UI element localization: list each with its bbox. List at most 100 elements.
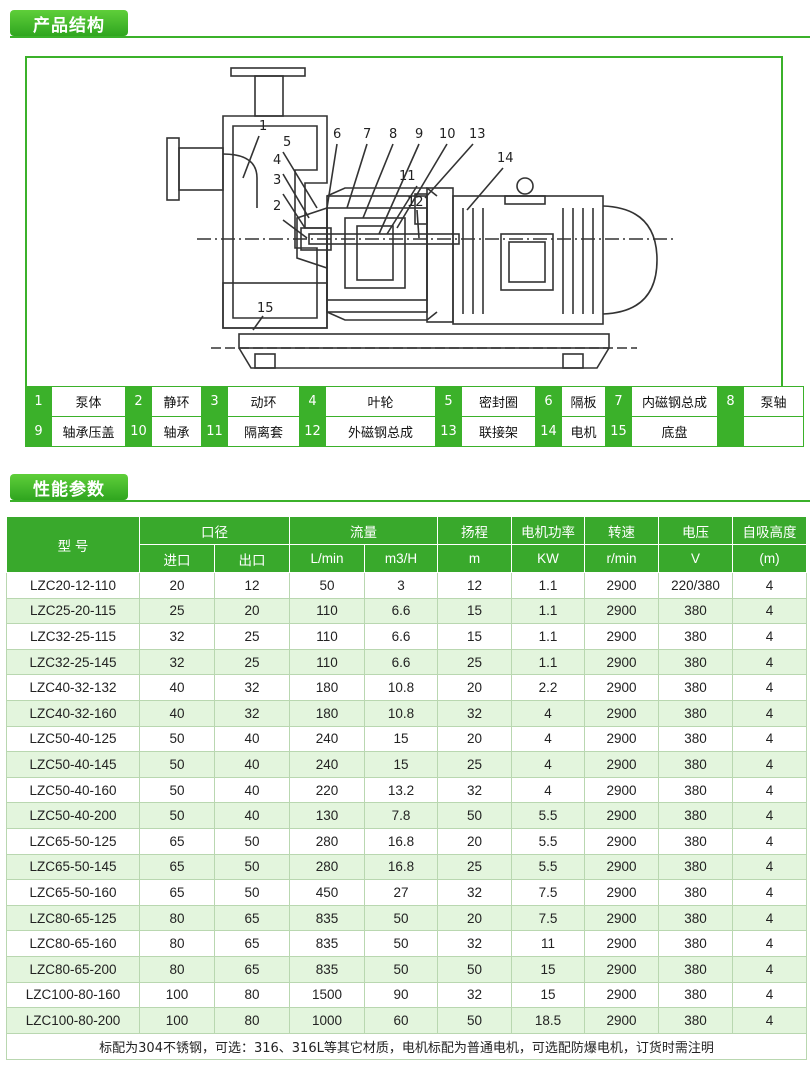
header-suction-unit: (m) xyxy=(732,544,807,573)
cell-voltage: 380 xyxy=(658,1007,733,1034)
cell-head: 20 xyxy=(437,904,512,932)
cell-flow-lmin: 180 xyxy=(289,699,365,727)
header-speed: 转速 xyxy=(584,516,659,545)
header-power: 电机功率 xyxy=(511,516,585,545)
cell-power: 1.1 xyxy=(511,572,585,599)
callout-2: 2 xyxy=(273,199,281,214)
cell-flow-lmin: 1000 xyxy=(289,1007,365,1034)
cell-flow-lmin: 180 xyxy=(289,674,365,701)
cell-flow-m3h: 50 xyxy=(364,930,438,957)
cell-suction: 4 xyxy=(732,930,807,957)
cell-inlet: 80 xyxy=(139,955,215,983)
cell-flow-m3h: 6.6 xyxy=(364,597,438,625)
cell-suction: 4 xyxy=(732,776,807,804)
cell-speed: 2900 xyxy=(584,674,659,701)
callout-7: 7 xyxy=(363,127,371,142)
cell-flow-m3h: 13.2 xyxy=(364,776,438,804)
cell-inlet: 50 xyxy=(139,802,215,829)
cell-flow-lmin: 240 xyxy=(289,751,365,778)
cell-outlet: 40 xyxy=(214,802,290,829)
part-name: 叶轮 xyxy=(325,386,436,417)
legend-empty-cell xyxy=(717,416,744,447)
cell-outlet: 65 xyxy=(214,955,290,983)
cell-voltage: 380 xyxy=(658,827,733,855)
cell-flow-lmin: 110 xyxy=(289,623,365,650)
part-name: 轴承压盖 xyxy=(51,416,126,447)
cell-speed: 2900 xyxy=(584,623,659,650)
part-number: 11 xyxy=(201,416,228,447)
cell-inlet: 32 xyxy=(139,648,215,676)
cell-head: 15 xyxy=(437,597,512,625)
part-number: 1 xyxy=(25,386,52,417)
cell-model: LZC50-40-125 xyxy=(6,725,140,753)
cell-inlet: 65 xyxy=(139,853,215,881)
header-model: 型 号 xyxy=(6,516,140,573)
cell-outlet: 32 xyxy=(214,674,290,701)
part-name: 联接架 xyxy=(461,416,536,447)
cell-voltage: 380 xyxy=(658,930,733,957)
cell-suction: 4 xyxy=(732,597,807,625)
cell-suction: 4 xyxy=(732,853,807,881)
cell-suction: 4 xyxy=(732,572,807,599)
cell-voltage: 380 xyxy=(658,725,733,753)
cell-power: 4 xyxy=(511,699,585,727)
callout-5: 5 xyxy=(283,135,291,150)
cell-power: 18.5 xyxy=(511,1007,585,1034)
cell-head: 50 xyxy=(437,802,512,829)
section-divider xyxy=(10,500,810,502)
cell-inlet: 50 xyxy=(139,725,215,753)
cell-outlet: 50 xyxy=(214,879,290,906)
cell-flow-lmin: 450 xyxy=(289,879,365,906)
cell-power: 5.5 xyxy=(511,853,585,881)
callout-1: 1 xyxy=(259,119,267,134)
cell-outlet: 80 xyxy=(214,1007,290,1034)
cell-inlet: 40 xyxy=(139,674,215,701)
cell-inlet: 40 xyxy=(139,699,215,727)
cell-model: LZC25-20-115 xyxy=(6,597,140,625)
cell-voltage: 380 xyxy=(658,648,733,676)
cell-flow-lmin: 240 xyxy=(289,725,365,753)
part-number: 10 xyxy=(125,416,152,447)
part-number: 4 xyxy=(299,386,326,417)
cell-head: 32 xyxy=(437,981,512,1009)
cell-speed: 2900 xyxy=(584,981,659,1009)
cell-power: 2.2 xyxy=(511,674,585,701)
cell-suction: 4 xyxy=(732,879,807,906)
cell-speed: 2900 xyxy=(584,597,659,625)
structure-diagram: 1 2 3 4 5 6 7 8 9 10 13 11 12 14 15 xyxy=(25,56,783,386)
cell-flow-m3h: 15 xyxy=(364,751,438,778)
cell-head: 32 xyxy=(437,930,512,957)
cell-flow-m3h: 3 xyxy=(364,572,438,599)
performance-table: 型 号 口径 流量 扬程 电机功率 转速 电压 自吸高度 进口 出口 L/min… xyxy=(6,516,807,1060)
cell-flow-m3h: 15 xyxy=(364,725,438,753)
callout-12: 12 xyxy=(407,195,424,210)
part-name: 电机 xyxy=(561,416,606,447)
cell-flow-m3h: 16.8 xyxy=(364,853,438,881)
cell-flow-lmin: 110 xyxy=(289,648,365,676)
cell-power: 7.5 xyxy=(511,904,585,932)
cell-power: 11 xyxy=(511,930,585,957)
cell-voltage: 380 xyxy=(658,623,733,650)
cell-power: 7.5 xyxy=(511,879,585,906)
cell-flow-m3h: 27 xyxy=(364,879,438,906)
cell-voltage: 380 xyxy=(658,699,733,727)
section-divider xyxy=(10,36,810,38)
cell-power: 1.1 xyxy=(511,623,585,650)
parts-legend: 1 泵体 2 静环 3 动环 4 叶轮 5 密封圈 6 隔板 7 内磁钢总成 8… xyxy=(25,386,804,447)
cell-speed: 2900 xyxy=(584,955,659,983)
cell-voltage: 380 xyxy=(658,981,733,1009)
cell-speed: 2900 xyxy=(584,853,659,881)
header-flow-m3h: m3/H xyxy=(364,544,438,573)
cell-flow-m3h: 10.8 xyxy=(364,674,438,701)
cell-inlet: 20 xyxy=(139,572,215,599)
cell-outlet: 12 xyxy=(214,572,290,599)
cell-head: 32 xyxy=(437,699,512,727)
cell-model: LZC100-80-160 xyxy=(6,981,140,1009)
